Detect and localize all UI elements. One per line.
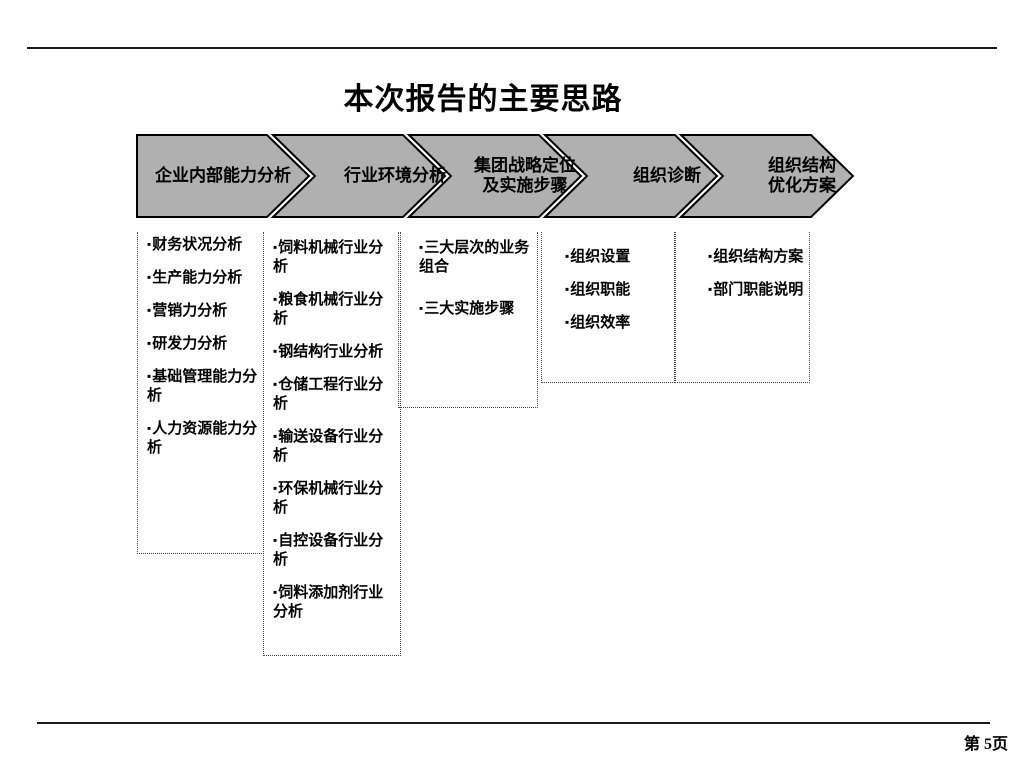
list-item-label: 营销力分析 <box>152 303 228 319</box>
list-item-label: 粮食机械行业分析 <box>273 292 384 327</box>
page-number: 第 5页 <box>963 736 1008 753</box>
list-item: ▪组织职能 <box>565 280 670 300</box>
list-item-label: 生产能力分析 <box>152 270 243 286</box>
list-item-label: 饲料机械行业分析 <box>273 240 384 275</box>
list-item: ▪饲料机械行业分析 <box>273 238 396 277</box>
bullet-square-icon: ▪ <box>147 303 152 317</box>
chevron-shape-5 <box>678 134 855 218</box>
list-item: ▪研发力分析 <box>147 334 259 354</box>
bullet-square-icon: ▪ <box>147 336 152 350</box>
process-step-internal-capability: 企业内部能力分析 <box>155 166 291 185</box>
list-item: ▪生产能力分析 <box>147 268 259 288</box>
bullet-square-icon: ▪ <box>147 237 152 251</box>
detail-box-industry-analysis: ▪饲料机械行业分析 ▪粮食机械行业分析 ▪钢结构行业分析 ▪仓储工程行业分析 ▪… <box>263 232 401 656</box>
list-item: ▪基础管理能力分析 <box>147 367 259 406</box>
detail-box-strategy: ▪三大层次的业务组合 ▪三大实施步骤 <box>398 232 538 408</box>
list-item: ▪钢结构行业分析 <box>273 342 396 362</box>
bullet-square-icon: ▪ <box>273 585 278 599</box>
detail-box-internal-capability: ▪财务状况分析 ▪生产能力分析 ▪营销力分析 ▪研发力分析 ▪基础管理能力分析 … <box>137 232 264 554</box>
list-item: ▪输送设备行业分析 <box>273 427 396 466</box>
bullet-square-icon: ▪ <box>273 344 278 358</box>
process-step-group-strategy: 集团战略定位 及实施步骤 <box>474 156 576 195</box>
chevron-shape-4 <box>542 134 719 218</box>
list-item: ▪三大实施步骤 <box>419 299 533 319</box>
list-item-label: 财务状况分析 <box>152 237 243 253</box>
list-item-label: 输送设备行业分析 <box>273 429 384 464</box>
list-item: ▪部门职能说明 <box>708 280 805 300</box>
list-item: ▪组织效率 <box>565 313 670 333</box>
list-item-label: 部门职能说明 <box>713 282 804 298</box>
list-item: ▪粮食机械行业分析 <box>273 290 396 329</box>
top-rule <box>27 47 997 49</box>
bullet-square-icon: ▪ <box>273 429 278 443</box>
bullet-square-icon: ▪ <box>419 240 424 254</box>
list-item-label: 基础管理能力分析 <box>147 369 258 404</box>
detail-box-org-diagnosis: ▪组织设置 ▪组织职能 ▪组织效率 <box>541 232 675 383</box>
list-item-label: 钢结构行业分析 <box>278 344 384 360</box>
bullet-square-icon: ▪ <box>708 249 713 263</box>
list-item-label: 研发力分析 <box>152 336 228 352</box>
chevron-shape-2 <box>270 134 447 218</box>
chevron-shape-1 <box>136 134 311 218</box>
bullet-square-icon: ▪ <box>565 315 570 329</box>
list-item: ▪组织设置 <box>565 247 670 267</box>
list-item-label: 组织设置 <box>570 249 631 265</box>
process-step-industry-environment: 行业环境分析 <box>344 166 446 185</box>
chevron-shape-3 <box>406 134 583 218</box>
bullet-square-icon: ▪ <box>273 481 278 495</box>
list-item: ▪饲料添加剂行业分析 <box>273 583 396 622</box>
bullet-square-icon: ▪ <box>565 249 570 263</box>
bullet-square-icon: ▪ <box>565 282 570 296</box>
bullet-square-icon: ▪ <box>147 421 152 435</box>
list-item-label: 组织职能 <box>570 282 631 298</box>
list-item-label: 仓储工程行业分析 <box>273 377 384 412</box>
list-item-label: 饲料添加剂行业分析 <box>273 585 384 620</box>
bullet-square-icon: ▪ <box>147 369 152 383</box>
list-item: ▪环保机械行业分析 <box>273 479 396 518</box>
bullet-square-icon: ▪ <box>273 292 278 306</box>
list-item-label: 人力资源能力分析 <box>147 421 258 456</box>
bottom-rule <box>37 722 990 724</box>
list-item: ▪自控设备行业分析 <box>273 531 396 570</box>
bullet-square-icon: ▪ <box>273 240 278 254</box>
list-item: ▪人力资源能力分析 <box>147 419 259 458</box>
process-step-org-structure-plan: 组织结构 优化方案 <box>768 156 836 195</box>
process-step-org-diagnosis: 组织诊断 <box>633 166 701 185</box>
list-item-label: 组织结构方案 <box>713 249 804 265</box>
list-item-label: 组织效率 <box>570 315 631 331</box>
bullet-square-icon: ▪ <box>708 282 713 296</box>
detail-box-org-structure-plan: ▪组织结构方案 ▪部门职能说明 <box>675 232 810 383</box>
process-chevron-band <box>136 134 855 218</box>
list-item: ▪营销力分析 <box>147 301 259 321</box>
bullet-square-icon: ▪ <box>273 377 278 391</box>
list-item-label: 三大实施步骤 <box>424 301 515 317</box>
list-item: ▪组织结构方案 <box>708 247 805 267</box>
list-item: ▪财务状况分析 <box>147 235 259 255</box>
list-item: ▪三大层次的业务组合 <box>419 238 533 277</box>
list-item-label: 自控设备行业分析 <box>273 533 384 568</box>
bullet-square-icon: ▪ <box>147 270 152 284</box>
bullet-square-icon: ▪ <box>419 301 424 315</box>
list-item-label: 环保机械行业分析 <box>273 481 384 516</box>
bullet-square-icon: ▪ <box>273 533 278 547</box>
page-title: 本次报告的主要思路 <box>343 83 623 116</box>
list-item-label: 三大层次的业务组合 <box>419 240 530 275</box>
list-item: ▪仓储工程行业分析 <box>273 375 396 414</box>
